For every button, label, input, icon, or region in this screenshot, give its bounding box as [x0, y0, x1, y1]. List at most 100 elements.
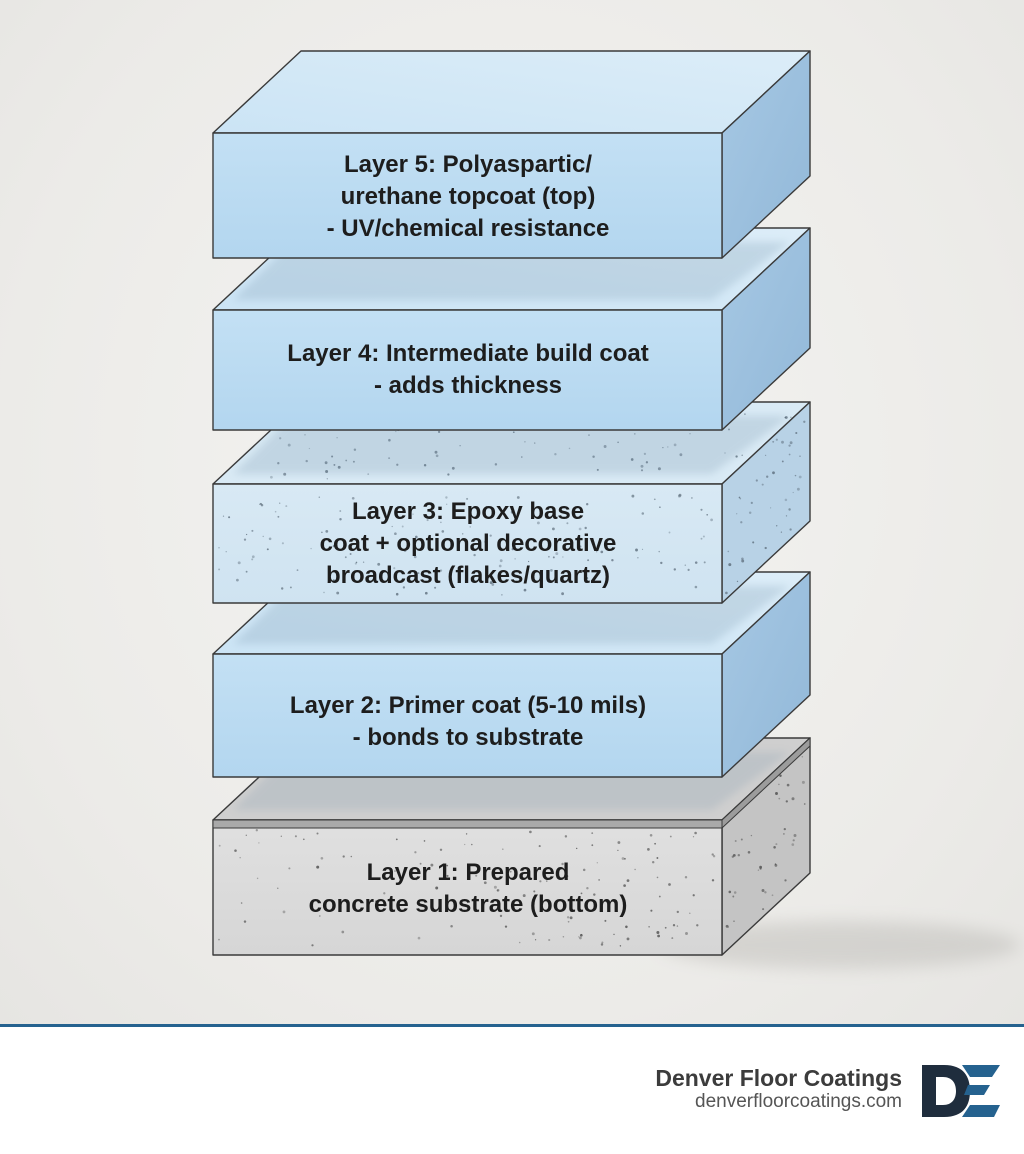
speckle-dot	[651, 860, 655, 864]
speckle-dot	[755, 479, 758, 482]
speckle-dot	[586, 886, 589, 890]
speckle-dot	[423, 866, 426, 869]
speckle-dot	[801, 755, 804, 758]
speckle-dot	[222, 515, 225, 517]
layer-2-label: Layer 2: Primer coat (5-10 mils) - bonds…	[289, 692, 647, 751]
speckle-dot	[529, 830, 532, 834]
speckle-dot	[499, 559, 503, 563]
concrete-top-band	[212, 819, 723, 829]
speckle-dot	[251, 555, 255, 559]
speckle-dot	[596, 862, 598, 864]
speckle-dot	[446, 503, 448, 505]
speckle-dot	[323, 591, 325, 594]
speckle-dot	[757, 869, 760, 871]
speckle-dot	[648, 926, 650, 928]
speckle-dot	[391, 525, 393, 528]
speckle-dot	[522, 894, 526, 898]
speckle-dot	[475, 874, 478, 877]
speckle-dot	[700, 537, 703, 540]
speckle-dot	[534, 939, 537, 941]
speckle-dot	[761, 483, 764, 486]
speckle-dot	[766, 475, 769, 478]
speckle-dot	[591, 844, 594, 847]
speckle-dot	[423, 840, 426, 842]
speckle-dot	[783, 833, 785, 835]
speckle-dot	[426, 519, 429, 522]
speckle-dot	[218, 844, 221, 847]
speckle-dot	[564, 835, 568, 838]
speckle-dot	[350, 855, 353, 858]
speckle-dot	[778, 783, 780, 786]
speckle-dot	[741, 454, 743, 456]
speckle-dot	[657, 934, 660, 938]
speckle-dot	[656, 931, 660, 934]
speckle-dot	[296, 569, 299, 571]
speckle-dot	[321, 531, 323, 534]
speckle-dot	[501, 594, 503, 596]
speckle-dot	[316, 832, 319, 835]
speckle-dot	[548, 555, 550, 558]
speckle-dot	[623, 857, 626, 860]
company-website[interactable]: denverfloorcoatings.com	[695, 1091, 902, 1112]
speckle-dot	[424, 591, 428, 595]
speckle-dot	[401, 525, 404, 528]
speckle-dot	[218, 938, 220, 941]
speckle-dot	[740, 838, 743, 841]
speckle-dot	[672, 924, 676, 927]
speckle-dot	[625, 925, 628, 929]
speckle-dot	[285, 505, 288, 508]
speckle-dot	[668, 883, 671, 886]
speckle-dot	[325, 530, 329, 533]
speckle-dot	[465, 833, 468, 835]
speckle-dot	[653, 498, 656, 501]
speckle-dot	[780, 531, 783, 533]
speckle-dot	[783, 827, 786, 831]
speckle-dot	[658, 550, 660, 553]
speckle-dot	[510, 510, 514, 514]
speckle-dot	[580, 892, 583, 895]
speckle-dot	[218, 547, 220, 549]
speckle-dot	[243, 920, 247, 923]
speckle-dot	[725, 924, 729, 928]
speckle-dot	[684, 564, 687, 566]
speckle-dot	[738, 496, 741, 499]
speckle-dot	[237, 561, 241, 565]
speckle-dot	[412, 513, 414, 515]
speckle-dot	[562, 556, 564, 558]
speckle-dot	[775, 438, 778, 441]
speckle-dot	[598, 879, 600, 881]
speckle-dot	[676, 925, 679, 927]
speckle-dot	[613, 933, 615, 936]
speckle-dot	[600, 550, 604, 554]
layer-5-slab	[212, 50, 811, 259]
speckle-dot	[741, 559, 745, 563]
layer-5-label: Layer 5: Polyaspartic/ urethane topcoat …	[326, 151, 610, 242]
speckle-dot	[279, 502, 281, 504]
speckle-dot	[792, 491, 794, 494]
speckle-dot	[550, 569, 553, 572]
speckle-dot	[383, 892, 386, 895]
speckle-dot	[725, 591, 728, 595]
speckle-dot	[562, 936, 565, 938]
speckle-dot	[440, 521, 442, 524]
speckle-dot	[402, 586, 406, 589]
speckle-dot	[796, 487, 800, 491]
speckle-dot	[456, 538, 460, 541]
speckle-dot	[784, 879, 787, 882]
speckle-dot	[739, 497, 742, 500]
speckle-dot	[294, 835, 297, 838]
speckle-dot	[759, 865, 763, 869]
speckle-dot	[434, 586, 437, 589]
speckle-dot	[552, 556, 555, 559]
speckle-dot	[414, 851, 417, 854]
speckle-dot	[430, 863, 434, 867]
speckle-dot	[578, 936, 580, 938]
speckle-dot	[538, 845, 541, 848]
speckle-dot	[792, 839, 795, 842]
speckle-dot	[539, 880, 542, 883]
speckle-dot	[395, 592, 399, 596]
speckle-dot	[302, 838, 305, 841]
speckle-dot	[339, 510, 342, 512]
speckle-dot	[778, 797, 781, 800]
speckle-dot	[732, 895, 735, 898]
